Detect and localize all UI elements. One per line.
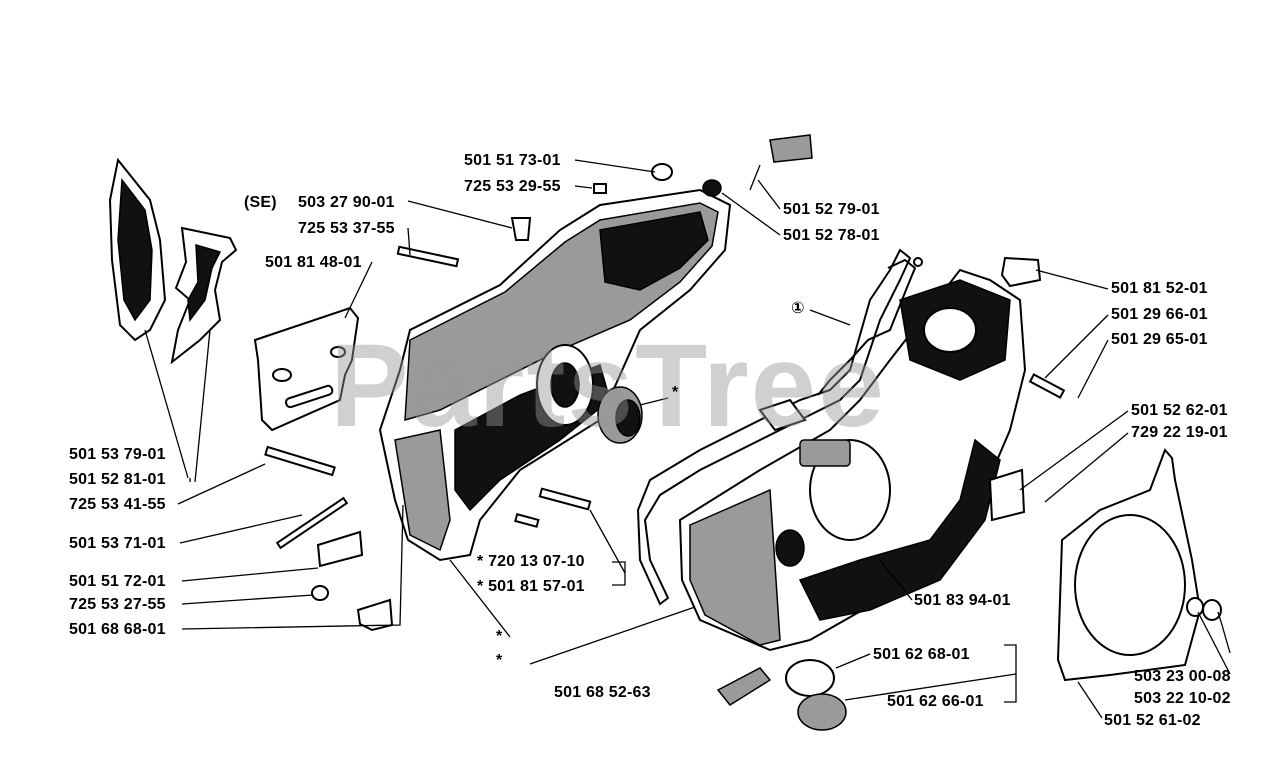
part-label: 501 29 66-01 bbox=[1111, 306, 1208, 323]
crankcase-right bbox=[678, 268, 1027, 652]
starter-housing bbox=[1056, 448, 1202, 682]
gasket bbox=[636, 248, 912, 606]
note-se: (SE) bbox=[244, 194, 277, 211]
part-label: 725 53 29-55 bbox=[464, 178, 561, 195]
part-label: 501 52 79-01 bbox=[783, 201, 880, 218]
part-label: 725 53 27-55 bbox=[69, 596, 166, 613]
part-label: 725 53 37-55 bbox=[298, 220, 395, 237]
part-label: 501 83 94-01 bbox=[914, 592, 1011, 609]
asterisk-note: * bbox=[672, 384, 679, 401]
part-label: 501 29 65-01 bbox=[1111, 331, 1208, 348]
part-label: 501 52 61-02 bbox=[1104, 712, 1201, 729]
leader-lines bbox=[144, 159, 1231, 719]
small-parts bbox=[264, 134, 1222, 731]
part-label: 501 52 78-01 bbox=[783, 227, 880, 244]
callout-1: ① bbox=[791, 300, 805, 317]
part-label: 729 22 19-01 bbox=[1131, 424, 1228, 441]
asterisk-note: * bbox=[496, 652, 503, 669]
part-label: 501 81 52-01 bbox=[1111, 280, 1208, 297]
part-label: 501 81 48-01 bbox=[265, 254, 362, 271]
part-label: 725 53 41-55 bbox=[69, 496, 166, 513]
part-label: 501 62 68-01 bbox=[873, 646, 970, 663]
part-label: 503 27 90-01 bbox=[298, 194, 395, 211]
bumper-spike-outer bbox=[108, 157, 167, 342]
asterisk-note: * bbox=[496, 628, 503, 645]
crankcase-left bbox=[378, 188, 732, 562]
part-label: 501 53 71-01 bbox=[69, 535, 166, 552]
part-label: 501 68 68-01 bbox=[69, 621, 166, 638]
part-label: 503 22 10-02 bbox=[1134, 690, 1231, 707]
part-label: * 720 13 07-10 bbox=[477, 553, 585, 570]
part-label: 501 52 81-01 bbox=[69, 471, 166, 488]
part-label: 501 51 72-01 bbox=[69, 573, 166, 590]
bumper-spike-inner bbox=[170, 226, 238, 365]
guide-bar-plate bbox=[253, 306, 360, 432]
part-label: 501 53 79-01 bbox=[69, 446, 166, 463]
part-label: 503 23 00-08 bbox=[1134, 668, 1231, 685]
part-label: * 501 81 57-01 bbox=[477, 578, 585, 595]
part-label: 501 62 66-01 bbox=[887, 693, 984, 710]
part-label: 501 52 62-01 bbox=[1131, 402, 1228, 419]
part-label: 501 51 73-01 bbox=[464, 152, 561, 169]
part-label: 501 68 52-63 bbox=[554, 684, 651, 701]
